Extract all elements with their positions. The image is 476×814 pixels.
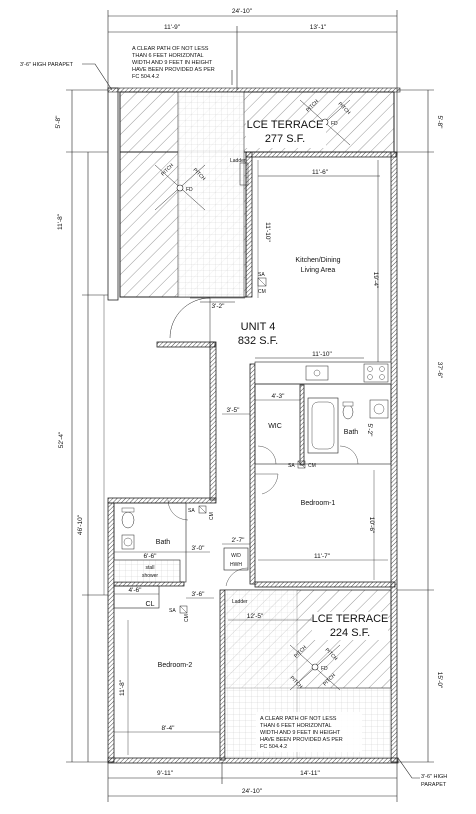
entry-door [169, 297, 245, 342]
dim-whw: 2'-7" [232, 537, 246, 544]
unit-area: 832 S.F. [238, 335, 278, 347]
dim-bed2-width: 8'-4" [162, 725, 176, 732]
dim-terrace-depth: 11'-10" [264, 222, 271, 242]
dim-door-clear: 3'-2" [212, 303, 226, 310]
terrace-bottom-name: LCE TERRACE [312, 613, 389, 625]
svg-text:HAVE BEEN PROVIDED AS PER: HAVE BEEN PROVIDED AS PER [132, 67, 215, 73]
top-terrace: FD FD PITCH PITCH PITCH PITCH LCE TERRAC… [107, 87, 401, 301]
wic-bath1: 4'-3" WIC 3'-5" Bath 5'-2" SA CM [222, 383, 392, 469]
dim-wic-width: 4'-3" [272, 393, 286, 400]
svg-text:3'-6" HIGH: 3'-6" HIGH [421, 774, 447, 780]
sa-label-kitchen: SA [258, 272, 265, 278]
bedroom2: Bedroom-2 11'-8" 8'-4" [114, 620, 220, 755]
dim-kitchen-width: 11'-6" [312, 169, 329, 176]
closet: 4'-6" CL SA CM 3'-6" [113, 585, 214, 622]
dim-kitchen-depth: 19'-4" [372, 272, 379, 289]
svg-text:PARAPET: PARAPET [421, 782, 447, 788]
terrace-top-area: 277 S.F. [265, 133, 305, 145]
fd-label-bottom: FD [321, 666, 328, 672]
svg-text:A CLEAR PATH OF NOT LESS: A CLEAR PATH OF NOT LESS [132, 46, 209, 52]
dim-left-overall: 52'-4" [58, 431, 65, 448]
dim-cl-width: 4'-6" [129, 587, 143, 594]
dim-left-terrace: 5'-8" [55, 115, 62, 129]
closet-label: CL [146, 601, 155, 608]
dim-terrace2-width: 12'-5" [247, 613, 264, 620]
dim-right-lower: 15'-0" [436, 672, 443, 689]
dim-bottom-left: 9'-11" [157, 770, 174, 777]
clear-path-bottom-1: A CLEAR PATH OF NOT LESS [260, 716, 337, 722]
ladder-label-top: Ladder [230, 158, 246, 164]
svg-text:WIDTH AND 9 FEET IN HEIGHT: WIDTH AND 9 FEET IN HEIGHT [132, 60, 213, 66]
unit-name: UNIT 4 [241, 321, 276, 333]
bedroom1-label: Bedroom-1 [301, 500, 336, 507]
dim-hall2: 3'-6" [192, 591, 206, 598]
dim-right-mid: 37'-6" [436, 362, 443, 379]
dim-bath-width: 5'-2" [366, 424, 373, 438]
stall-label: stall [146, 565, 155, 571]
bath1-label: Bath [344, 429, 359, 436]
dim-bath2-width: 6'-6" [144, 553, 158, 560]
bath2: Bath 6'-6" stall shower SA CM [113, 499, 215, 583]
dim-bottom-right: 14'-11" [300, 770, 320, 777]
cm-label-hall: CM [308, 463, 316, 469]
dim-top-left: 11'-9" [164, 24, 181, 31]
sa-label-hall: SA [288, 463, 295, 469]
living-label: Living Area [301, 267, 336, 274]
svg-text:3'-6" HIGH PARAPET: 3'-6" HIGH PARAPET [20, 62, 74, 68]
dim-left-inner: 46'-10" [77, 514, 84, 535]
ladder-label-bottom: Ladder [232, 599, 248, 605]
fd-label-top: FD [331, 121, 338, 127]
shower-label: shower [142, 573, 158, 579]
bath2-label: Bath [156, 539, 171, 546]
cm-label-kitchen: CM [258, 289, 266, 295]
left-dimension-lines [66, 89, 108, 763]
bottom-terrace: Ladder 12'-5" LCE TERRACE 224 S.F. FD PI… [224, 589, 392, 759]
kitchen-label: Kitchen/Dining [295, 257, 340, 264]
dim-left-upper: 11'-8" [57, 213, 64, 230]
svg-text:THAN 6 FEET HORIZONTAL: THAN 6 FEET HORIZONTAL [132, 53, 204, 59]
dim-wic-hall: 3'-5" [227, 407, 241, 414]
bottom-dimension-lines [107, 762, 398, 802]
svg-text:FC 504.4.2: FC 504.4.2 [132, 74, 159, 80]
clear-path-bottom-5: FC 504.4.2 [260, 744, 287, 750]
bedroom2-label: Bedroom-2 [158, 662, 193, 669]
right-dimension-lines [397, 89, 434, 763]
dim-bed2-depth: 11'-8" [119, 679, 126, 696]
dim-top-right: 13'-1" [310, 24, 327, 31]
dim-top-overall: 24'-10" [232, 8, 253, 15]
terrace-bottom-area: 224 S.F. [330, 627, 370, 639]
wic-label: WIC [268, 423, 282, 430]
hall-wd: 2'-7" W/D HWH 3'-0" [186, 537, 250, 587]
terrace-top-name: LCE TERRACE [247, 119, 324, 131]
top-dimension-lines [107, 10, 398, 155]
sa-label-closet: SA [169, 608, 176, 614]
hwh-label: HWH [230, 562, 242, 568]
cm-label-bath2: CM [209, 512, 215, 520]
wd-label: W/D [231, 553, 241, 559]
sa-label-bath2: SA [188, 508, 195, 514]
cm-label-closet: CM [184, 614, 190, 622]
clear-path-bottom-3: WIDTH AND 9 FEET IN HEIGHT [260, 730, 341, 736]
kitchen-living: 11'-6" 19'-4" 11'-10" Kitchen/Dining Liv… [254, 160, 392, 385]
dim-bottom-overall: 24'-10" [242, 788, 263, 795]
clear-path-bottom-4: HAVE BEEN PROVIDED AS PER [260, 737, 343, 743]
clear-path-note-top: A CLEAR PATH OF NOT LESS THAN 6 FEET HOR… [132, 46, 233, 85]
bedroom1: Bedroom-1 10'-6" 11'-7" [255, 470, 388, 580]
parapet-note-top: 3'-6" HIGH PARAPET [20, 62, 113, 91]
dim-bed1-depth: 10'-6" [368, 517, 375, 534]
clear-path-bottom-2: THAN 6 FEET HORIZONTAL [260, 723, 332, 729]
dim-bed1-width: 11'-7" [314, 553, 331, 560]
fd-label-left: FD [186, 187, 193, 193]
dim-hall-width: 3'-0" [192, 545, 206, 552]
parapet-note-bottom: 3'-6" HIGH PARAPET [397, 757, 447, 788]
dim-right-terrace: 5'-8" [436, 116, 443, 130]
dim-kitchen-counter: 11'-10" [312, 351, 332, 358]
